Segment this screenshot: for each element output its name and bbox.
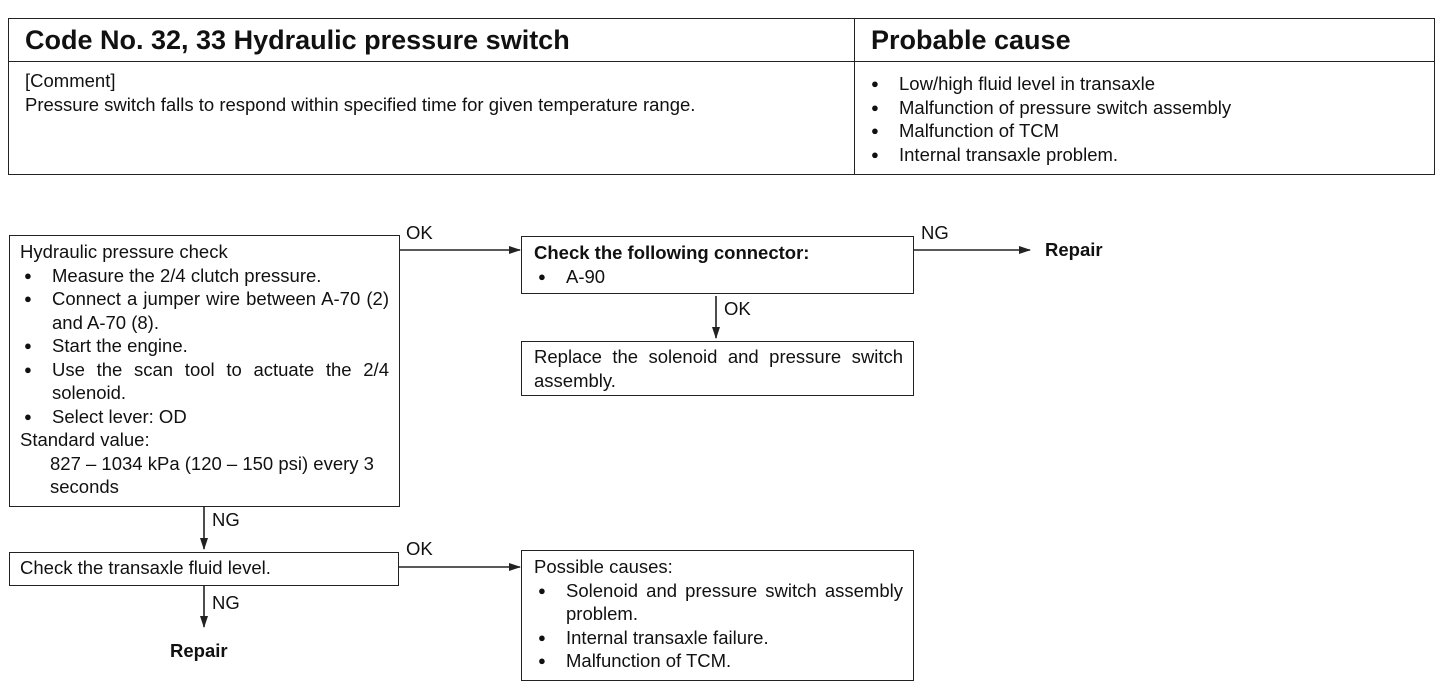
standard-value-label: Standard value: — [20, 429, 150, 450]
ng-label: NG — [212, 509, 240, 530]
cause-item: Internal transaxle problem. — [865, 143, 1425, 167]
replace-box: Replace the solenoid and pressure switch… — [521, 341, 914, 396]
cause-item: Malfunction of TCM — [865, 119, 1425, 143]
possible-cause-item: Solenoid and pressure switch assembly pr… — [532, 579, 903, 626]
probable-cause-title: Probable cause — [871, 25, 1071, 55]
connector-list: A-90 — [532, 265, 903, 289]
header-table: Code No. 32, 33 Hydraulic pressure switc… — [8, 18, 1435, 175]
possible-causes-box: Possible causes: Solenoid and pressure s… — [521, 550, 914, 681]
replace-text: Replace the solenoid and pressure switch… — [534, 346, 903, 391]
pressure-check-box: Hydraulic pressure check Measure the 2/4… — [9, 235, 400, 507]
ok-label: OK — [406, 222, 433, 243]
step-item: Use the scan tool to actuate the 2/4 sol… — [18, 358, 389, 405]
ok-label: OK — [724, 298, 751, 319]
comment-block: [Comment] Pressure switch falls to respo… — [25, 69, 845, 116]
repair-label: Repair — [170, 640, 228, 661]
ng-label: NG — [921, 222, 949, 243]
header-divider-vertical — [854, 19, 855, 174]
ng-label: NG — [212, 592, 240, 613]
cause-item: Malfunction of pressure switch assembly — [865, 96, 1425, 120]
connector-item: A-90 — [532, 265, 903, 289]
possible-cause-item: Malfunction of TCM. — [532, 649, 903, 673]
pressure-check-steps: Measure the 2/4 clutch pressure. Connect… — [18, 264, 389, 429]
pressure-check-title: Hydraulic pressure check — [20, 241, 228, 262]
step-item: Connect a jumper wire between A-70 (2) a… — [18, 287, 389, 334]
connector-check-title: Check the following connector: — [534, 242, 810, 263]
step-item: Start the engine. — [18, 334, 389, 358]
ok-label: OK — [406, 538, 433, 559]
fluid-check-box: Check the transaxle fluid level. — [9, 552, 399, 586]
step-item: Select lever: OD — [18, 405, 389, 429]
step-item: Measure the 2/4 clutch pressure. — [18, 264, 389, 288]
connector-check-box: Check the following connector: A-90 — [521, 236, 914, 294]
comment-text: Pressure switch falls to respond within … — [25, 93, 696, 115]
comment-label: [Comment] — [25, 70, 116, 91]
possible-cause-item: Internal transaxle failure. — [532, 626, 903, 650]
repair-label: Repair — [1045, 239, 1103, 260]
page-title: Code No. 32, 33 Hydraulic pressure switc… — [25, 25, 570, 55]
standard-value: 827 – 1034 kPa (120 – 150 psi) every 3 s… — [50, 452, 374, 498]
cause-item: Low/high fluid level in transaxle — [865, 72, 1425, 96]
probable-cause-list: Low/high fluid level in transaxle Malfun… — [865, 72, 1425, 166]
possible-causes-title: Possible causes: — [534, 556, 673, 577]
possible-causes-list: Solenoid and pressure switch assembly pr… — [532, 579, 903, 673]
fluid-check-text: Check the transaxle fluid level. — [20, 557, 271, 578]
header-divider-horizontal — [9, 61, 1434, 62]
